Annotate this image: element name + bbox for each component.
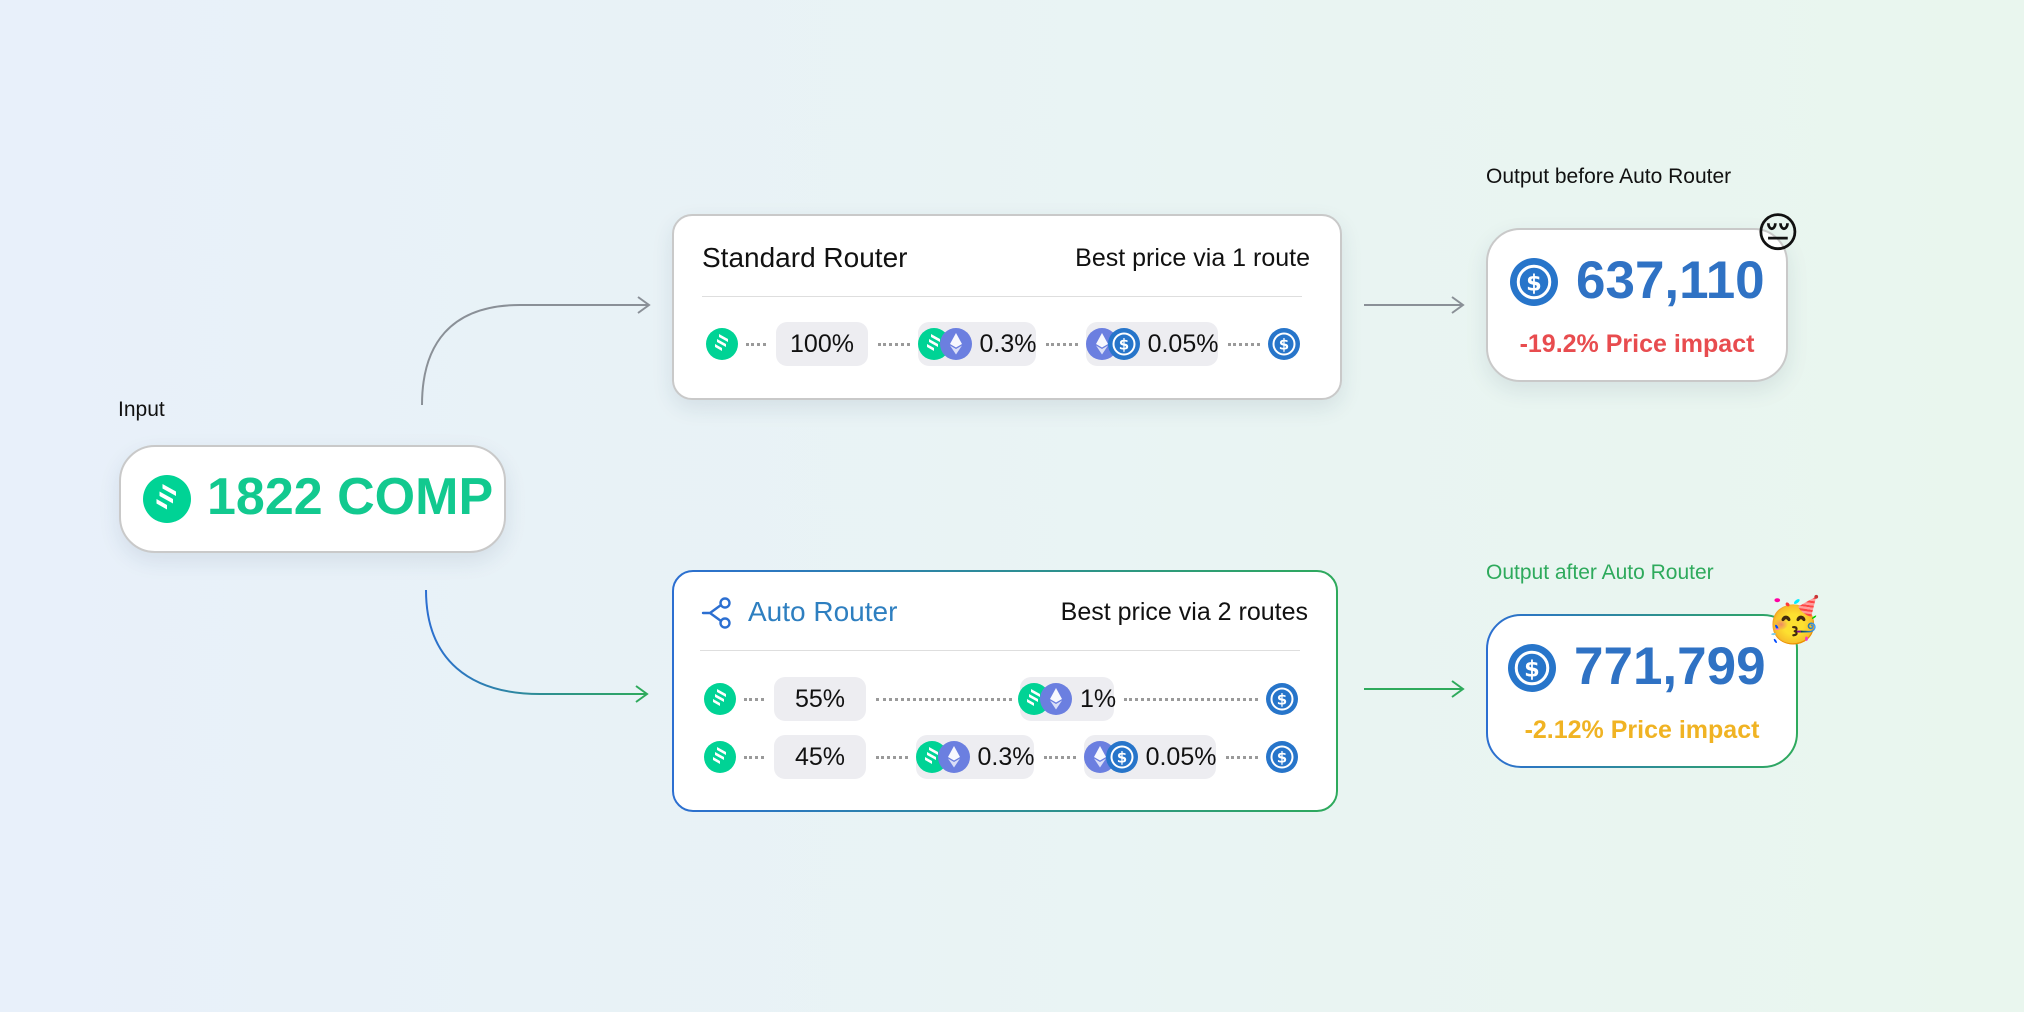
arrowhead-standard-output — [1451, 296, 1465, 314]
usdc-icon — [1106, 741, 1138, 773]
route-pool-pill: 1% — [1018, 677, 1117, 721]
pool-fee-label: 0.05% — [1147, 329, 1219, 358]
usdc-icon — [1268, 328, 1300, 360]
share-route-icon — [701, 597, 731, 629]
route-dots — [746, 343, 766, 346]
standard-router-subtitle: Best price via 1 route — [1075, 244, 1310, 272]
compound-icon — [143, 475, 191, 523]
route-dots — [878, 343, 910, 346]
usdc-icon — [1510, 258, 1558, 306]
usdc-icon — [1108, 328, 1140, 360]
route-split-label: 55% — [794, 684, 846, 713]
route-dots — [744, 698, 764, 701]
input-card: 1822 COMP — [119, 445, 506, 553]
output-after-card: 771,799 -2.12% Price impact — [1486, 614, 1798, 768]
route-pool-pill: 0.05% — [1086, 322, 1218, 366]
route-split-label: 100% — [790, 329, 854, 358]
route-split-pill: 55% — [774, 677, 866, 721]
ethereum-icon — [938, 741, 970, 773]
standard-router-card: Standard Router Best price via 1 route 1… — [672, 214, 1342, 400]
usdc-icon — [1508, 644, 1556, 692]
route-pool-pill: 0.3% — [918, 322, 1037, 366]
input-amount: 1822 COMP — [207, 468, 494, 526]
partying-face-emoji: 🥳 — [1766, 595, 1821, 646]
route-dots — [1124, 698, 1258, 701]
output-before-card: 637,110 -19.2% Price impact — [1486, 228, 1788, 382]
pool-fee-label: 0.3% — [977, 742, 1035, 771]
token-pair — [1084, 741, 1138, 773]
auto-router-title: Auto Router — [748, 596, 898, 627]
usdc-icon — [1266, 741, 1298, 773]
arrowhead-standard — [637, 296, 651, 314]
ethereum-icon — [940, 328, 972, 360]
output-after-impact: -2.12% Price impact — [1524, 716, 1760, 744]
route-dots — [1046, 343, 1078, 346]
usdc-icon — [1266, 683, 1298, 715]
compound-icon — [704, 683, 736, 715]
output-before-impact: -19.2% Price impact — [1519, 330, 1755, 358]
connector-to-standard — [421, 304, 648, 406]
divider — [702, 296, 1302, 297]
pool-fee-label: 1% — [1079, 684, 1117, 713]
token-pair — [916, 741, 970, 773]
input-label: Input — [118, 398, 165, 421]
route-pool-pill: 0.05% — [1084, 735, 1216, 779]
output-after-label: Output after Auto Router — [1486, 561, 1714, 584]
output-after-border — [1486, 614, 1798, 768]
standard-router-title: Standard Router — [702, 242, 908, 273]
route-dots — [1044, 756, 1076, 759]
route-dots — [876, 756, 908, 759]
route-split-pill: 100% — [776, 322, 868, 366]
auto-router-card: Auto Router Best price via 2 routes 55% … — [672, 570, 1338, 812]
route-dots — [1228, 343, 1260, 346]
token-pair — [1018, 683, 1072, 715]
connector-to-auto — [425, 589, 646, 695]
pensive-face-emoji: 😔 — [1756, 208, 1800, 257]
route-dots — [744, 756, 764, 759]
route-split-label: 45% — [794, 742, 846, 771]
compound-icon — [704, 741, 736, 773]
token-pair — [918, 328, 972, 360]
auto-router-subtitle: Best price via 2 routes — [1060, 598, 1308, 626]
output-after-value: 771,799 — [1574, 637, 1766, 696]
pool-fee-label: 0.3% — [979, 329, 1037, 358]
route-dots — [1226, 756, 1258, 759]
ethereum-icon — [1040, 683, 1072, 715]
compound-icon — [706, 328, 738, 360]
arrowhead-auto — [635, 685, 649, 703]
output-before-value: 637,110 — [1576, 251, 1765, 310]
output-before-label: Output before Auto Router — [1486, 165, 1732, 188]
route-dots — [876, 698, 1012, 701]
token-pair — [1086, 328, 1140, 360]
divider — [700, 650, 1300, 651]
route-pool-pill: 0.3% — [916, 735, 1035, 779]
pool-fee-label: 0.05% — [1145, 742, 1217, 771]
route-split-pill: 45% — [774, 735, 866, 779]
arrowhead-auto-output — [1451, 680, 1465, 698]
